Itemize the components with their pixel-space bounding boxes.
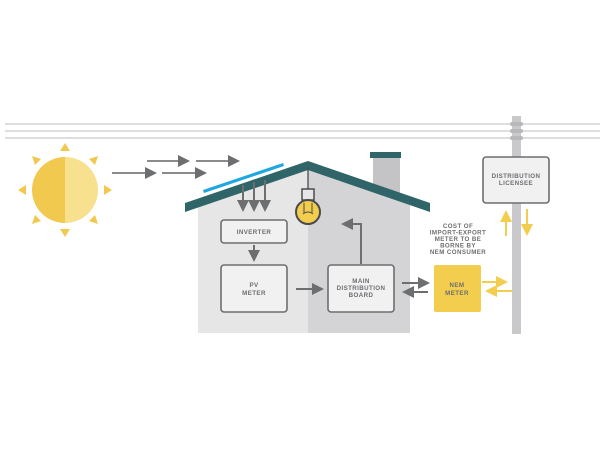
flow-arrows-gray [248, 218, 430, 298]
pv-meter-box: PV METER [220, 264, 288, 313]
cost-note-line: BORNE BY [440, 243, 476, 250]
main-board-label: MAIN [352, 278, 370, 285]
licensee-label: LICENSEE [499, 180, 533, 187]
inverter-label: INVERTER [237, 229, 272, 236]
sunlight-arrows [112, 155, 240, 179]
pv-meter-label: METER [242, 290, 266, 297]
pv-meter-label: PV [249, 282, 259, 289]
nem-meter-label: METER [445, 290, 469, 297]
cost-note-line: COST OF [443, 223, 473, 230]
sun-icon [18, 143, 112, 237]
light-bulb-icon [295, 167, 321, 225]
licensee-label: DISTRIBUTION [492, 173, 541, 180]
flow-arrows-yellow [482, 209, 533, 297]
main-distribution-board-box: MAIN DISTRIBUTION BOARD [327, 264, 395, 313]
cost-note-line: NEM CONSUMER [430, 249, 486, 256]
distribution-licensee-box: DISTRIBUTION LICENSEE [482, 156, 550, 204]
main-board-label: DISTRIBUTION [337, 285, 386, 292]
nem-meter-label: NEM [450, 282, 465, 289]
panel-output-arrows [237, 180, 271, 212]
utility-pole [510, 116, 523, 334]
chimney-cap [370, 152, 401, 158]
solar-panel [203, 163, 284, 193]
roof [185, 161, 430, 212]
nem-meter-box: NEM METER [434, 265, 481, 312]
inverter-box: INVERTER [220, 219, 288, 244]
cost-note-line: METER TO BE [435, 236, 482, 243]
cost-note-line: IMPORT-EXPORT [430, 230, 486, 237]
cost-note: COST OF IMPORT-EXPORT METER TO BE BORNE … [430, 223, 486, 256]
power-lines [5, 123, 600, 139]
main-board-label: BOARD [349, 292, 374, 299]
